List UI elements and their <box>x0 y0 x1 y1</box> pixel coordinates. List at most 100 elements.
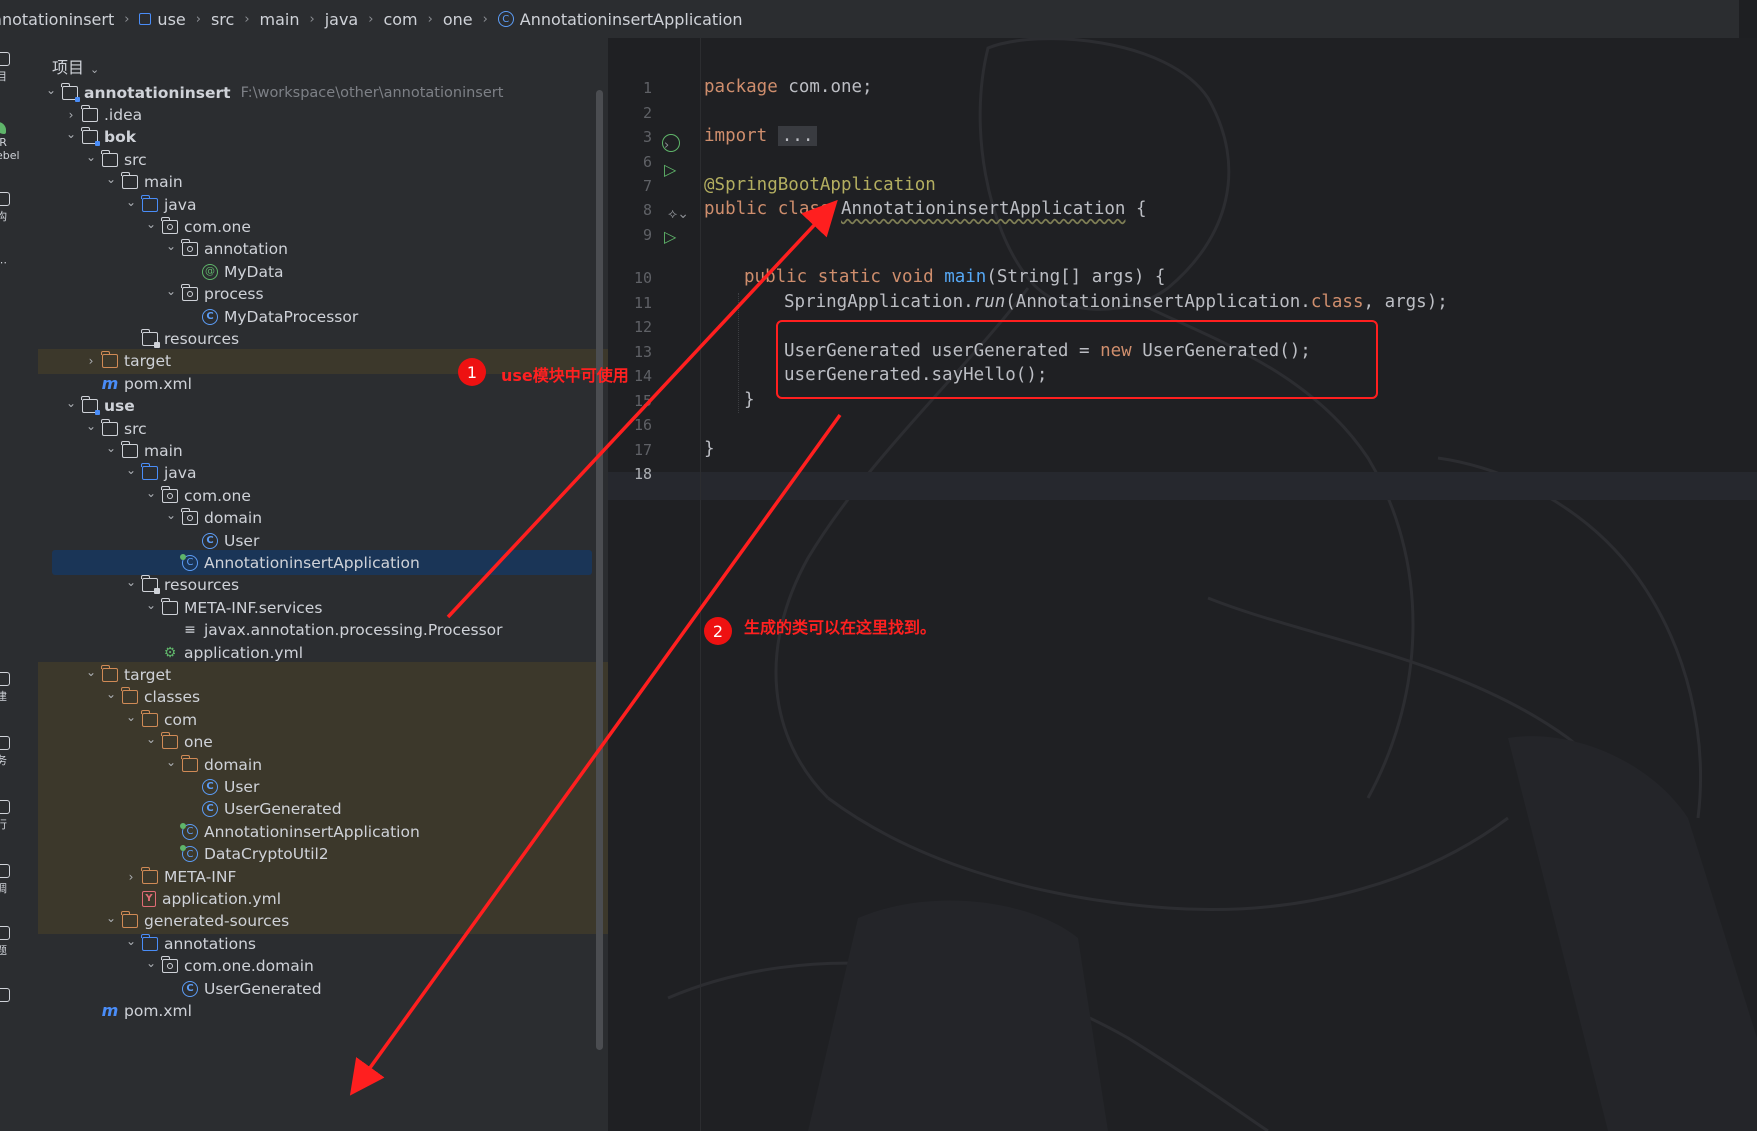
chevron-down-icon[interactable]: ⌄ <box>165 239 177 254</box>
tree-node[interactable]: ⌄src <box>38 147 608 172</box>
tool-window-button[interactable]: 构 <box>0 192 38 224</box>
tool-window-button[interactable]: 目 <box>0 52 38 84</box>
chevron-down-icon[interactable]: ⌄ <box>105 172 117 187</box>
tree-node[interactable]: ⌄java <box>38 461 608 486</box>
chevron-down-icon[interactable]: ⌄ <box>165 754 177 769</box>
tree-node[interactable]: @MyData <box>38 259 608 284</box>
folded-imports[interactable]: ... <box>777 126 818 146</box>
chevron-down-icon[interactable]: ⌄ <box>105 440 117 455</box>
tool-window-button[interactable]: 务 <box>0 736 38 768</box>
tool-window-button[interactable] <box>0 988 38 1004</box>
tree-node[interactable]: ⌄main <box>38 170 608 195</box>
breadcrumb-item[interactable]: use <box>139 10 186 29</box>
tool-window-button[interactable]: 建 <box>0 672 38 704</box>
spring-bean-icon[interactable] <box>662 134 680 152</box>
chevron-down-icon[interactable]: ⌄ <box>165 508 177 523</box>
tree-node[interactable]: resources <box>38 326 608 351</box>
breadcrumb-item[interactable]: annotationinsert <box>0 10 114 29</box>
run-gutter-icon[interactable]: ▷ <box>664 160 677 179</box>
tree-node[interactable]: ⌄domain <box>38 506 608 531</box>
tree-node[interactable]: ⌄annotation <box>38 237 608 262</box>
tree-node[interactable]: ⌄java <box>38 192 608 217</box>
tree-node[interactable]: ›.idea <box>38 102 608 127</box>
chevron-down-icon[interactable]: ⌄ <box>85 418 97 433</box>
chevron-down-icon[interactable]: ⌄ <box>85 149 97 164</box>
chevron-right-icon[interactable]: › <box>128 869 134 884</box>
chevron-down-icon[interactable]: ⌄ <box>145 732 157 747</box>
tree-node[interactable]: ⌄domain <box>38 752 608 777</box>
breadcrumb-item[interactable]: java <box>325 10 359 29</box>
chevron-down-icon[interactable]: ⌄ <box>125 709 137 724</box>
tree-node[interactable]: ⌄use <box>38 394 608 419</box>
chevron-down-icon[interactable]: ⌄ <box>125 575 137 590</box>
chevron-down-icon[interactable]: ⌄ <box>105 911 117 926</box>
tree-node[interactable]: ⌄META-INF.services <box>38 595 608 620</box>
tree-node[interactable]: ⌄com.one.domain <box>38 954 608 979</box>
chevron-right-icon[interactable]: › <box>68 107 74 122</box>
chevron-right-icon[interactable]: › <box>88 354 94 369</box>
chevron-down-icon[interactable]: ⌄ <box>145 956 157 971</box>
chevron-down-icon[interactable]: ⌄ <box>125 194 137 209</box>
breadcrumb-item[interactable]: src <box>211 10 234 29</box>
tree-node[interactable]: ›META-INF <box>38 864 608 889</box>
tree-node[interactable]: ⌄src <box>38 416 608 441</box>
tool-window-button[interactable]: JR ebel <box>0 122 38 162</box>
tree-node[interactable]: ⌄com.one <box>38 214 608 239</box>
tree-node[interactable]: ⌄one <box>38 729 608 755</box>
tool-window-button[interactable]: ⋯ <box>0 248 38 269</box>
tree-node[interactable]: ⌄process <box>38 282 608 307</box>
chevron-down-icon[interactable]: ⌄ <box>125 933 137 948</box>
chevron-down-icon[interactable]: ⌄ <box>65 127 77 142</box>
chevron-down-icon[interactable]: ⌄ <box>105 687 117 702</box>
chevron-down-icon[interactable]: ⌄ <box>145 485 157 500</box>
tree-node[interactable]: ≡javax.annotation.processing.Processor <box>38 618 608 643</box>
chevron-down-icon[interactable]: ⌄ <box>145 597 157 612</box>
inlay-hint-icon[interactable]: ⟡⌄ <box>668 206 689 222</box>
tool-window-button[interactable]: 调 <box>0 864 38 896</box>
tree-node[interactable]: ⌄com <box>38 707 608 733</box>
chevron-down-icon[interactable]: ⌄ <box>125 463 137 478</box>
breadcrumb-item[interactable]: main <box>260 10 300 29</box>
run-main-gutter-icon[interactable]: ▷ <box>664 227 677 246</box>
breadcrumb-item[interactable]: one <box>443 10 473 29</box>
tree-node[interactable]: ⌄annotations <box>38 931 608 956</box>
tree-node[interactable]: ⚙application.yml <box>38 640 608 665</box>
tree-node[interactable]: ⌄bok <box>38 125 608 150</box>
package-icon <box>161 485 178 503</box>
tree-node[interactable]: ⌄classes <box>38 684 608 710</box>
tree-node[interactable]: ⌄target <box>38 662 608 688</box>
project-tree-scrollbar[interactable] <box>596 90 603 1050</box>
tree-node[interactable]: ⌄generated-sources <box>38 908 608 934</box>
package-icon <box>181 284 198 302</box>
chevron-down-icon[interactable]: ⌄ <box>165 284 177 299</box>
chevron-down-icon[interactable]: ⌄ <box>145 216 157 231</box>
tool-window-button[interactable]: 题 <box>0 926 38 958</box>
tool-window-button[interactable]: 行 <box>0 800 38 832</box>
chevron-down-icon[interactable]: ⌄ <box>65 396 77 411</box>
resources-folder-icon <box>141 328 160 348</box>
tree-node[interactable]: ⌄resources <box>38 573 608 598</box>
breadcrumb-item[interactable]: com <box>383 10 417 29</box>
project-panel-header[interactable]: 项目⌄ <box>52 54 99 78</box>
tree-node[interactable]: ⌄com.one <box>38 483 608 508</box>
line-number: 18 <box>633 465 652 483</box>
chevron-down-icon[interactable]: ⌄ <box>45 82 57 97</box>
chevron-down-icon[interactable]: ⌄ <box>85 664 97 679</box>
tree-node[interactable]: ⌄main <box>38 438 608 463</box>
